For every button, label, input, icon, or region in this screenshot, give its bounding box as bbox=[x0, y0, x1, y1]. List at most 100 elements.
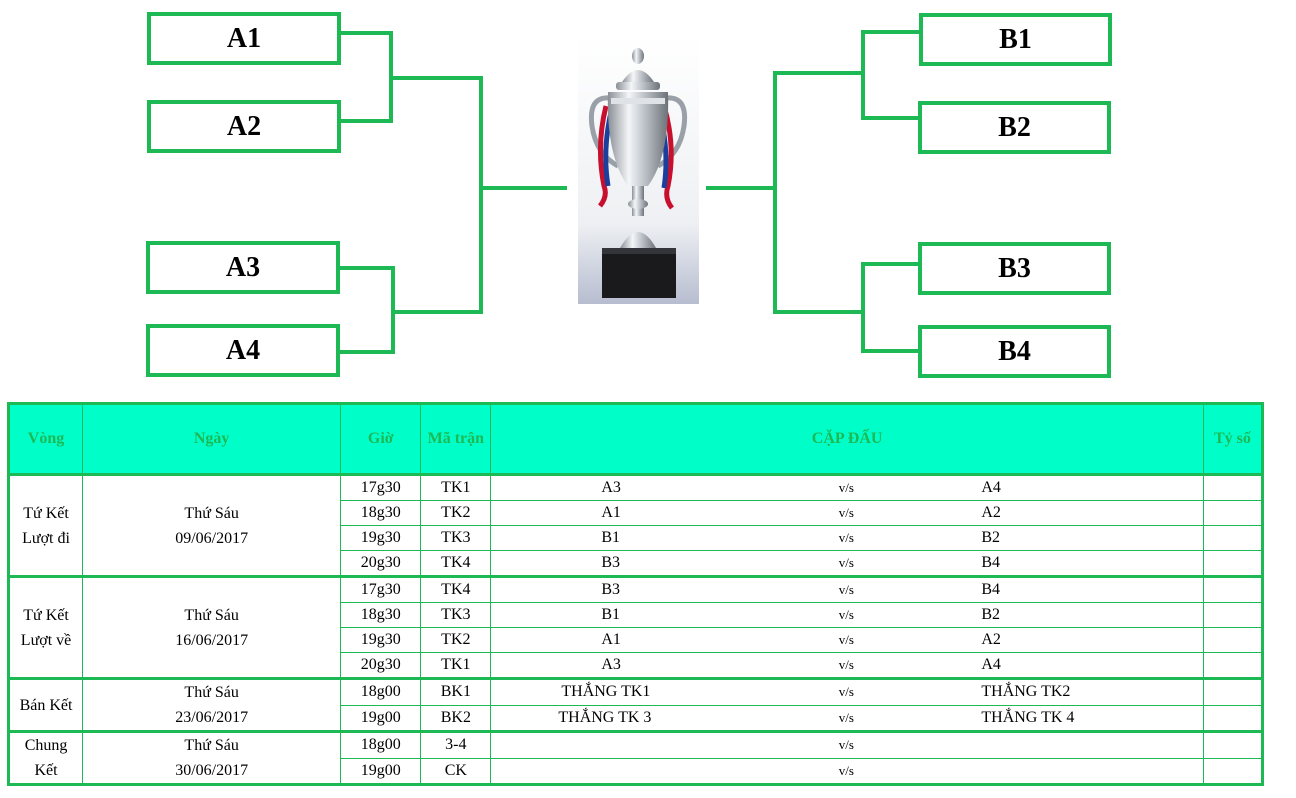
date-cell: Thứ Sáu 16/06/2017 bbox=[82, 575, 342, 679]
round-label: Bán Kết bbox=[19, 696, 73, 714]
home-team: A3 bbox=[601, 479, 621, 496]
header-match-code: Mã trận bbox=[420, 403, 492, 476]
table-row: 20g30 TK1 A3 v/s A4 bbox=[9, 652, 1264, 679]
score-cell[interactable] bbox=[1202, 652, 1264, 679]
score-cell[interactable] bbox=[1202, 473, 1264, 501]
slot-label: B4 bbox=[998, 335, 1031, 367]
round-sublabel: Kết bbox=[34, 762, 58, 779]
table-row: Chung Kết Thứ Sáu 30/06/2017 18g00 3-4 v… bbox=[7, 730, 1264, 785]
away-team: A4 bbox=[981, 656, 1001, 673]
code-cell: TK2 bbox=[420, 627, 492, 653]
time-cell: 19g00 bbox=[340, 757, 422, 785]
code-cell: TK1 bbox=[420, 652, 492, 679]
time-cell: 20g30 bbox=[340, 652, 422, 679]
score-cell[interactable] bbox=[1202, 677, 1264, 706]
away-team: THẮNG TK2 bbox=[981, 683, 1071, 700]
date-label: 30/06/2017 bbox=[175, 762, 249, 779]
time-cell: 17g30 bbox=[340, 473, 422, 501]
time-cell: 18g30 bbox=[340, 602, 422, 628]
score-cell[interactable] bbox=[1202, 602, 1264, 628]
away-team: A2 bbox=[981, 631, 1001, 648]
table-header-row: Vòng Ngày Giờ Mã trận CẶP ĐẤU Tỷ số bbox=[7, 403, 1264, 476]
time-cell: 18g00 bbox=[340, 677, 422, 706]
time-cell: 19g30 bbox=[340, 525, 422, 551]
score-cell[interactable] bbox=[1202, 757, 1264, 785]
bracket-slot-a4: A4 bbox=[146, 324, 340, 377]
round-sublabel: Lượt đi bbox=[22, 529, 70, 547]
round-sublabel: Lượt về bbox=[20, 631, 72, 649]
time-cell: 18g30 bbox=[340, 500, 422, 526]
date-label: 23/06/2017 bbox=[175, 709, 249, 726]
away-team: A4 bbox=[981, 479, 1001, 496]
day-label: Thứ Sáu bbox=[184, 684, 239, 701]
slot-label: A2 bbox=[226, 110, 262, 142]
date-label: 09/06/2017 bbox=[175, 529, 249, 547]
round-cell: Tứ Kết Lượt đi bbox=[7, 473, 84, 577]
table-row: Bán Kết Thứ Sáu 23/06/2017 18g00 BK1 THẮ… bbox=[7, 677, 1264, 732]
header-time: Giờ bbox=[340, 403, 422, 476]
bracket-slot-b3: B3 bbox=[918, 242, 1111, 295]
home-team: A1 bbox=[601, 504, 621, 521]
time-cell: 19g00 bbox=[340, 704, 422, 732]
score-cell[interactable] bbox=[1202, 550, 1264, 577]
pairing-cell: A3 v/s A4 bbox=[490, 473, 1204, 501]
pairing-cell: B1 v/s B2 bbox=[490, 525, 1204, 551]
bracket-slot-a1: A1 bbox=[147, 12, 341, 65]
day-label: Thứ Sáu bbox=[184, 737, 239, 754]
vs-label: v/s bbox=[838, 737, 854, 752]
score-cell[interactable] bbox=[1202, 575, 1264, 603]
trophy-image bbox=[578, 36, 699, 304]
code-cell: TK2 bbox=[420, 500, 492, 526]
bracket-slot-a3: A3 bbox=[146, 241, 340, 294]
home-team: A3 bbox=[601, 656, 621, 673]
date-cell: Thứ Sáu 09/06/2017 bbox=[82, 473, 342, 577]
date-cell: Thứ Sáu 23/06/2017 bbox=[82, 677, 342, 732]
away-team: B2 bbox=[981, 529, 1001, 546]
pairing-cell: v/s bbox=[490, 730, 1204, 759]
bracket-slot-a2: A2 bbox=[147, 100, 341, 153]
vs-label: v/s bbox=[838, 709, 854, 725]
date-label: 16/06/2017 bbox=[175, 631, 249, 649]
code-cell: CK bbox=[420, 757, 492, 785]
header-date: Ngày bbox=[82, 403, 342, 476]
time-cell: 18g00 bbox=[340, 730, 422, 759]
slot-label: B2 bbox=[998, 111, 1031, 143]
code-cell: BK2 bbox=[420, 704, 492, 732]
vs-label: v/s bbox=[838, 505, 854, 520]
vs-label: v/s bbox=[838, 530, 854, 545]
date-cell: Thứ Sáu 30/06/2017 bbox=[82, 730, 342, 785]
bracket-slot-b2: B2 bbox=[918, 101, 1111, 154]
home-team: B1 bbox=[601, 529, 621, 546]
round-cell: Chung Kết bbox=[7, 730, 84, 785]
code-cell: TK1 bbox=[420, 473, 492, 501]
pairing-cell: A3 v/s A4 bbox=[490, 652, 1204, 679]
time-cell: 17g30 bbox=[340, 575, 422, 603]
day-label: Thứ Sáu bbox=[184, 606, 239, 624]
round-cell: Bán Kết bbox=[7, 677, 84, 732]
vs-label: v/s bbox=[838, 762, 854, 778]
home-team: THẮNG TK1 bbox=[561, 683, 651, 700]
score-cell[interactable] bbox=[1202, 730, 1264, 759]
score-cell[interactable] bbox=[1202, 627, 1264, 653]
score-cell[interactable] bbox=[1202, 500, 1264, 526]
header-round: Vòng bbox=[7, 403, 84, 476]
header-score: Tỷ số bbox=[1202, 403, 1264, 476]
slot-label: A1 bbox=[226, 22, 262, 54]
round-label: Chung bbox=[24, 737, 68, 754]
code-cell: 3-4 bbox=[420, 730, 492, 759]
vs-label: v/s bbox=[838, 582, 854, 597]
score-cell[interactable] bbox=[1202, 525, 1264, 551]
home-team: THẮNG TK 3 bbox=[558, 708, 652, 726]
score-cell[interactable] bbox=[1202, 704, 1264, 732]
table-row: 19g00 CK v/s bbox=[9, 757, 1264, 785]
slot-label: B1 bbox=[999, 23, 1032, 55]
vs-label: v/s bbox=[838, 657, 854, 672]
away-team: B2 bbox=[981, 606, 1001, 623]
vs-label: v/s bbox=[838, 480, 854, 495]
